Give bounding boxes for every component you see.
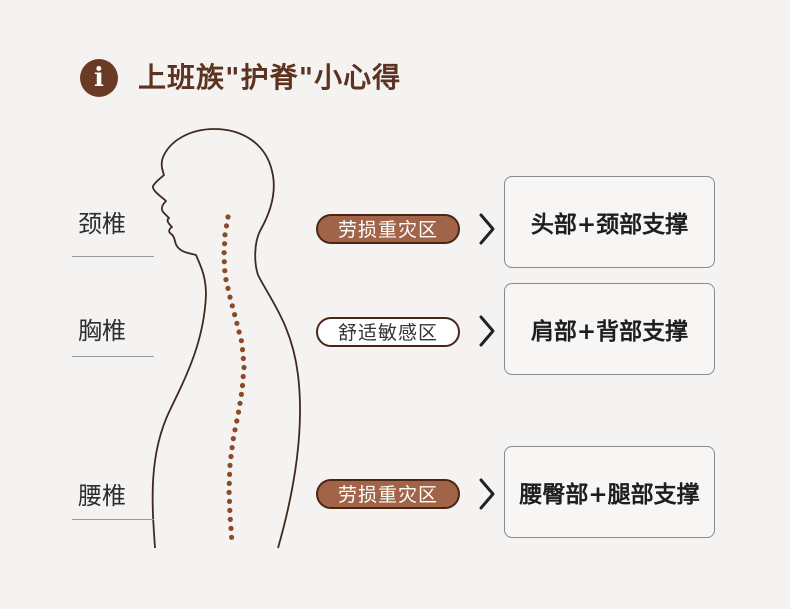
spine-dot xyxy=(232,427,238,433)
spine-dot xyxy=(223,223,230,229)
region-label-cervical: 颈椎 xyxy=(78,210,126,238)
body-outline xyxy=(151,128,301,549)
spine-dots xyxy=(221,214,247,540)
spine-dot xyxy=(239,382,246,389)
spine-dot xyxy=(221,250,227,256)
spine-dot xyxy=(222,232,228,238)
spine-dot xyxy=(237,400,243,406)
region-divider xyxy=(72,356,154,357)
spine-dot xyxy=(229,534,235,540)
tag-comfort-zone: 舒适敏感区 xyxy=(316,317,460,347)
support-text: 腰臀部+腿部支撑 xyxy=(519,482,700,508)
spine-dot xyxy=(225,285,231,291)
human-silhouette-icon xyxy=(151,128,301,549)
chevron-right-icon xyxy=(479,315,495,347)
info-icon: i xyxy=(80,59,118,97)
spine-dot xyxy=(229,303,235,309)
spine-dot xyxy=(236,329,242,335)
spine-dot xyxy=(227,462,233,468)
spine-dot xyxy=(222,268,228,274)
info-icon-glyph: i xyxy=(94,63,104,93)
spine-dot xyxy=(225,214,231,220)
tag-strain-zone: 劳损重灾区 xyxy=(316,479,460,509)
support-box-waist-leg: 腰臀部+腿部支撑 xyxy=(504,446,715,538)
chevron-right-icon xyxy=(479,213,495,245)
support-text: 肩部+背部支撑 xyxy=(530,319,689,345)
page-title: 上班族"护脊"小心得 xyxy=(138,61,402,94)
spine-dot xyxy=(226,498,233,504)
spine-dot xyxy=(226,489,232,495)
spine-dot xyxy=(240,373,246,380)
spine-dot xyxy=(226,480,232,486)
spine-dot xyxy=(222,241,228,247)
spine-dot xyxy=(227,516,233,522)
spine-dot xyxy=(227,294,233,300)
spine-dot xyxy=(238,391,244,397)
spine-dot xyxy=(238,338,244,344)
spine-dot xyxy=(234,320,240,326)
spine-dot xyxy=(223,277,229,283)
region-label-lumbar: 腰椎 xyxy=(78,482,126,510)
spine-dot xyxy=(230,436,236,442)
spine-dot xyxy=(228,525,234,531)
region-divider xyxy=(72,519,154,520)
spine-dot xyxy=(227,507,233,513)
spine-dot xyxy=(232,312,238,318)
support-text: 头部+颈部支撑 xyxy=(530,212,689,238)
region-label-thoracic: 胸椎 xyxy=(78,317,126,345)
chevron-right-icon xyxy=(479,478,495,510)
spine-dot xyxy=(240,355,246,362)
spine-dot xyxy=(241,364,247,371)
spine-dot xyxy=(235,409,242,415)
spine-dot xyxy=(227,471,233,477)
tag-strain-zone: 劳损重灾区 xyxy=(316,214,460,244)
support-box-shoulder-back: 肩部+背部支撑 xyxy=(504,283,715,375)
spine-dot xyxy=(228,453,234,460)
spine-dot xyxy=(239,347,246,353)
support-box-head-neck: 头部+颈部支撑 xyxy=(504,176,715,268)
spine-dot xyxy=(229,445,235,451)
spine-dot xyxy=(221,259,227,265)
spine-dot xyxy=(234,418,240,424)
region-divider xyxy=(72,256,154,257)
